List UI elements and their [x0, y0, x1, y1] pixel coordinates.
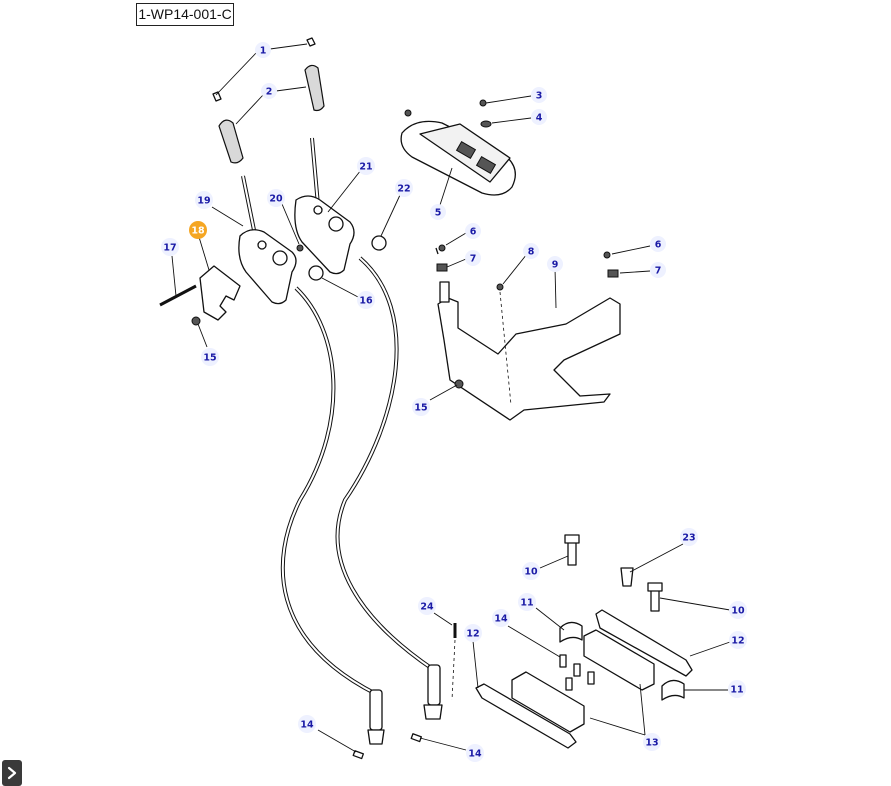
callout-20[interactable]: 20: [267, 189, 285, 207]
callout-label: 10: [524, 567, 538, 578]
callout-label: 11: [520, 598, 533, 609]
callout-8[interactable]: 8: [523, 243, 539, 259]
callout-label: 17: [163, 243, 176, 254]
callout-label: 11: [730, 685, 743, 696]
callout-21[interactable]: 21: [357, 157, 375, 175]
callout-label: 15: [414, 403, 427, 414]
callout-label: 8: [528, 247, 535, 258]
callout-label: 22: [397, 184, 410, 195]
callout-10a[interactable]: 10: [522, 562, 540, 580]
callout-label: 5: [435, 208, 442, 219]
callout-label: 12: [466, 629, 479, 640]
callout-label: 16: [359, 296, 373, 307]
callout-label: 2: [266, 87, 273, 98]
callout-7a[interactable]: 7: [465, 250, 481, 266]
expand-panel-button[interactable]: [2, 760, 22, 786]
callout-1[interactable]: 1: [255, 42, 271, 58]
callout-label: 1: [260, 46, 267, 57]
callout-12a[interactable]: 12: [464, 624, 482, 642]
callout-15a[interactable]: 15: [201, 348, 219, 366]
callout-14c[interactable]: 14: [466, 744, 484, 762]
callout-label: 14: [494, 614, 508, 625]
callout-label: 21: [359, 162, 372, 173]
callout-label: 18: [191, 226, 205, 237]
callout-23[interactable]: 23: [680, 528, 698, 546]
callout-label: 12: [731, 636, 744, 647]
callout-label: 14: [300, 720, 314, 731]
diagram-reference-code: 1-WP14-001-C: [136, 3, 234, 26]
callout-6b[interactable]: 6: [650, 236, 666, 252]
callout-17[interactable]: 17: [161, 238, 179, 256]
callout-19[interactable]: 19: [195, 191, 213, 209]
callout-label: 6: [470, 227, 477, 238]
callout-label: 13: [645, 738, 658, 749]
callout-12b[interactable]: 12: [729, 631, 747, 649]
callout-14a[interactable]: 14: [492, 609, 510, 627]
callout-7b[interactable]: 7: [650, 262, 666, 278]
callout-9[interactable]: 9: [547, 256, 563, 272]
callout-label: 7: [470, 254, 477, 265]
callout-15b[interactable]: 15: [412, 398, 430, 416]
callout-label: 10: [731, 606, 745, 617]
callout-label: 19: [197, 196, 210, 207]
callout-10b[interactable]: 10: [729, 601, 747, 619]
callout-13[interactable]: 13: [643, 733, 661, 751]
chevron-right-icon: [7, 766, 17, 780]
callout-label: 20: [269, 194, 283, 205]
callout-label: 7: [655, 266, 662, 277]
callout-16[interactable]: 16: [357, 291, 375, 309]
callout-label: 4: [536, 113, 543, 124]
callout-6a[interactable]: 6: [465, 223, 481, 239]
callout-5[interactable]: 5: [430, 204, 446, 220]
callout-label: 3: [536, 91, 543, 102]
callout-label: 24: [420, 602, 434, 613]
callout-11a[interactable]: 11: [518, 593, 536, 611]
callout-24[interactable]: 24: [418, 597, 436, 615]
callout-label: 6: [655, 240, 662, 251]
callout-11b[interactable]: 11: [728, 680, 746, 698]
leader-lines: [171, 43, 731, 753]
callout-22[interactable]: 22: [395, 179, 413, 197]
callout-2[interactable]: 2: [261, 83, 277, 99]
callouts: 1 2 3 4 5 6 7 8 9 6 7 21 22 19 20 18 17 …: [161, 42, 747, 762]
callout-14b[interactable]: 14: [298, 715, 316, 733]
callout-18-highlighted[interactable]: 18: [189, 221, 207, 239]
callout-label: 23: [682, 533, 695, 544]
parts-drawing: [159, 37, 693, 760]
callout-label: 15: [203, 353, 216, 364]
callout-label: 14: [468, 749, 482, 760]
callout-3[interactable]: 3: [531, 87, 547, 103]
callout-label: 9: [552, 260, 559, 271]
callout-4[interactable]: 4: [531, 109, 547, 125]
